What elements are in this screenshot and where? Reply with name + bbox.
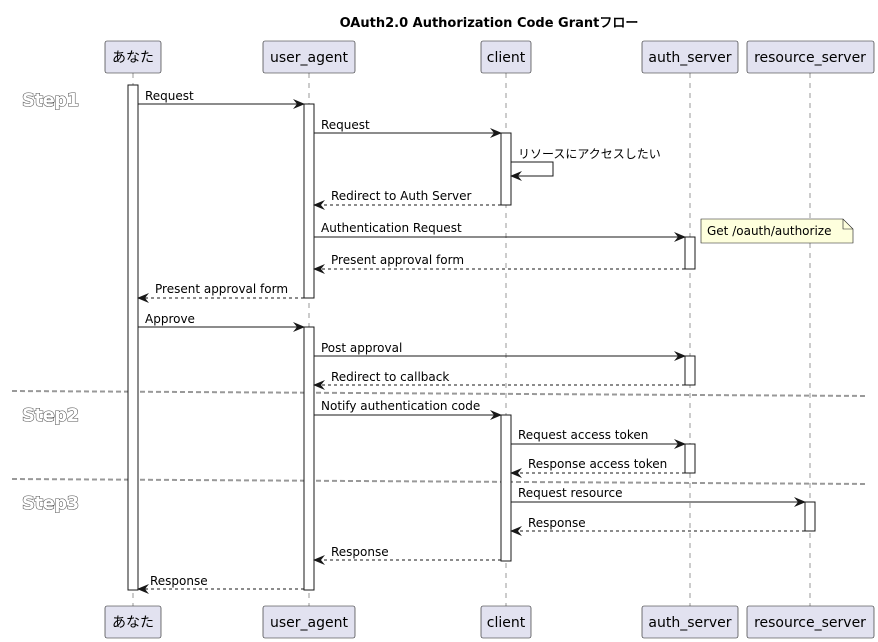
participant-label: auth_server: [648, 615, 731, 631]
activation-bar: [500, 414, 512, 562]
participant-label: client: [487, 50, 526, 66]
lifelines: [132, 73, 811, 606]
message-label: Request access token: [518, 428, 648, 442]
participant-anata-bottom: あなた: [104, 605, 162, 639]
message-label: Response: [528, 516, 586, 530]
step-label: Step1: [22, 90, 79, 111]
participant-label: client: [487, 615, 526, 631]
participant-label: auth_server: [648, 50, 731, 66]
message-label: Response: [150, 574, 208, 588]
activation-bar: [127, 84, 139, 591]
participant-user-agent-bottom: user_agent: [262, 605, 356, 639]
message-label: Redirect to callback: [331, 370, 449, 384]
activation-bar: [303, 103, 315, 299]
participant-label: あなた: [112, 50, 154, 66]
activations: [127, 84, 816, 591]
message-label: Present approval form: [155, 282, 288, 296]
participant-label: user_agent: [270, 615, 348, 631]
message-label: Response: [331, 545, 389, 559]
message-label: リソースにアクセスしたい: [518, 147, 661, 161]
message-label: Redirect to Auth Server: [331, 189, 472, 203]
participant-label: resource_server: [754, 50, 866, 66]
activation-bar: [684, 236, 696, 270]
activation-bar: [500, 132, 512, 206]
self-message-arrow: [510, 161, 554, 181]
separators: [11, 390, 869, 485]
message-label: Request: [145, 89, 194, 103]
note: Get /oauth/authorize: [700, 218, 854, 244]
message-label: Notify authentication code: [321, 399, 480, 413]
message-label: Authentication Request: [321, 221, 462, 235]
participant-resource-server-top: resource_server: [746, 40, 875, 74]
activation-bar: [684, 355, 696, 386]
message-label: Response access token: [528, 457, 667, 471]
participant-client-bottom: client: [480, 605, 532, 639]
participant-label: resource_server: [754, 615, 866, 631]
participant-auth-server-bottom: auth_server: [641, 605, 739, 639]
separator-line: [11, 478, 869, 485]
activation-bar: [303, 326, 315, 591]
participant-resource-server-bottom: resource_server: [746, 605, 875, 639]
participant-label: user_agent: [270, 50, 348, 66]
message-arrows: [137, 99, 806, 594]
participant-user-agent-top: user_agent: [262, 40, 356, 74]
step-label: Step3: [22, 493, 79, 514]
message-label: Request: [321, 118, 370, 132]
participant-anata-top: あなた: [104, 40, 162, 74]
activation-bar: [684, 443, 696, 474]
message-label: Approve: [145, 312, 195, 326]
message-label: Present approval form: [331, 253, 464, 267]
activation-bar: [804, 501, 816, 532]
participant-auth-server-top: auth_server: [641, 40, 739, 74]
diagram-title: OAuth2.0 Authorization Code Grantフロー: [340, 16, 639, 31]
step-label: Step2: [22, 405, 79, 426]
participant-label: あなた: [112, 615, 154, 631]
message-label: Request resource: [518, 486, 622, 500]
message-label: Post approval: [321, 341, 402, 355]
participant-client-top: client: [480, 40, 532, 74]
separator-line: [11, 390, 869, 397]
note-text: Get /oauth/authorize: [707, 224, 831, 238]
